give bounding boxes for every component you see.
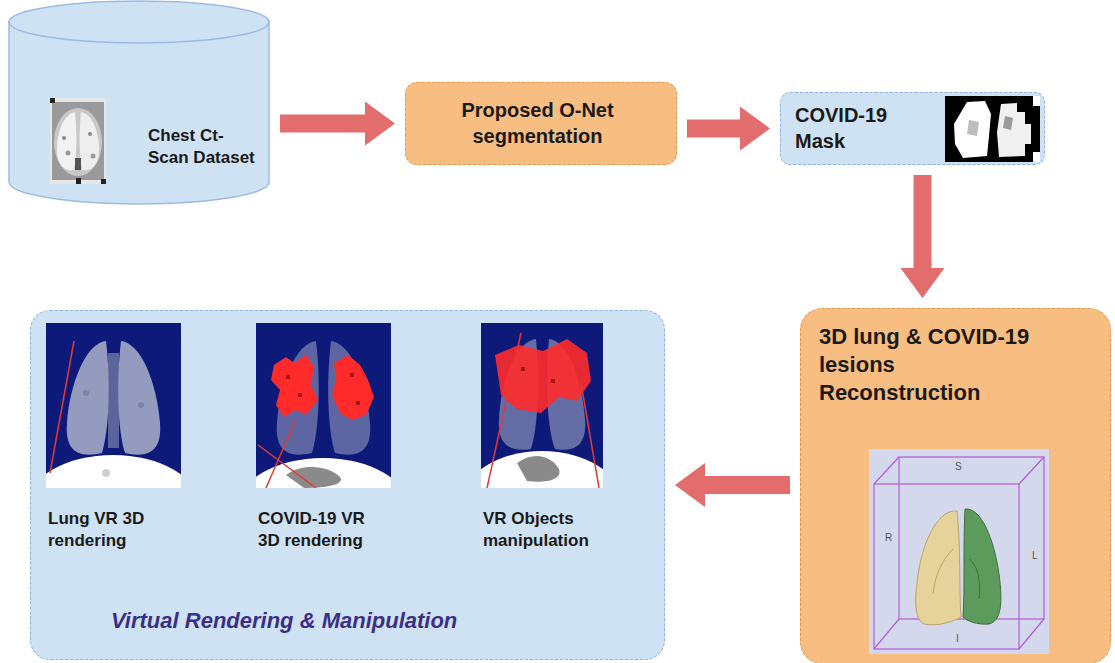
lung-3d-model <box>869 449 1049 654</box>
illustration-part <box>933 549 953 594</box>
illustration-part <box>62 136 66 140</box>
illustration-part <box>1003 116 1013 130</box>
illustration-part <box>271 355 318 417</box>
illustration-part <box>108 353 119 448</box>
illustration-part <box>88 132 92 136</box>
illustration-part <box>356 401 360 405</box>
illustration-part <box>50 98 106 184</box>
illustration-part <box>332 355 374 420</box>
illustration-part <box>46 455 181 488</box>
illustration-part <box>874 484 1019 649</box>
illustration-part <box>118 341 160 455</box>
tile-caption: Lung VR 3D rendering <box>48 508 173 552</box>
orientation-letter: R <box>884 532 893 543</box>
illustration-part <box>869 449 1049 654</box>
illustration-part <box>67 341 109 455</box>
illustration-part <box>138 402 144 408</box>
orientation-letter: I <box>955 633 960 644</box>
illustration-part <box>52 102 104 180</box>
rendering-panel: Virtual Rendering & Manipulation Lung VR… <box>30 310 665 660</box>
dataset-cylinder: Chest Ct-Scan Dataset <box>8 0 270 205</box>
illustration-part <box>1033 152 1040 162</box>
illustration-part <box>481 451 603 488</box>
illustration-part <box>75 158 81 170</box>
illustration-part <box>945 96 1040 162</box>
mask-thumbnail <box>945 96 1040 162</box>
illustration-part <box>1019 619 1044 649</box>
render-tile: COVID-19 VR 3D rendering <box>253 323 403 573</box>
illustration-part <box>495 339 591 413</box>
manipulation-render <box>481 323 603 488</box>
dataset-label: Chest Ct-Scan Dataset <box>148 125 260 169</box>
process-label: Proposed O-Net segmentation <box>406 98 669 149</box>
illustration-part <box>258 445 316 488</box>
illustration-part <box>997 103 1031 157</box>
cylinder-body <box>9 22 269 204</box>
panel-title: Virtual Rendering & Manipulation <box>111 607 591 635</box>
illustration-part <box>487 333 521 488</box>
orientation-letter: S <box>954 461 963 472</box>
illustration-part <box>916 511 961 625</box>
illustration-part <box>286 375 290 379</box>
lung-render <box>46 323 181 488</box>
illustration-part <box>581 383 599 488</box>
lesion-render <box>256 323 391 488</box>
illustration-part <box>66 151 71 156</box>
flow-arrow <box>687 120 740 138</box>
mask-label: COVID-19 Mask <box>795 103 920 154</box>
illustration-part <box>256 458 391 488</box>
illustration-part <box>350 373 354 377</box>
illustration-part <box>1019 457 1044 484</box>
flow-arrow <box>914 175 932 268</box>
render-tile: VR Objects manipulation <box>478 323 628 573</box>
illustration-part <box>969 559 980 599</box>
ct-thumbnail <box>50 98 106 184</box>
illustration-part <box>91 154 96 159</box>
illustration-part <box>102 469 110 477</box>
illustration-part <box>286 467 341 488</box>
reconstruction-label: 3D lung & COVID-19 lesions Reconstructio… <box>819 323 1044 407</box>
illustration-part <box>1033 96 1040 106</box>
illustration-part <box>551 379 555 383</box>
illustration-part <box>54 108 102 176</box>
illustration-part <box>50 341 74 473</box>
illustration-part <box>266 419 296 488</box>
mask-box: COVID-19 Mask <box>780 92 1045 165</box>
render-tile: Lung VR 3D rendering <box>43 323 193 573</box>
illustration-part <box>57 112 77 170</box>
illustration-part <box>517 456 560 482</box>
illustration-part <box>954 101 991 158</box>
tile-caption: VR Objects manipulation <box>483 508 608 552</box>
illustration-part <box>83 390 89 396</box>
process-box: Proposed O-Net segmentation <box>405 82 677 165</box>
illustration-part <box>50 98 55 103</box>
illustration-part <box>80 112 100 170</box>
orientation-letter: L <box>1031 550 1039 561</box>
flow-arrow <box>705 476 790 494</box>
illustration-part <box>874 457 899 484</box>
illustration-part <box>963 509 1001 624</box>
illustration-part <box>298 393 302 397</box>
illustration-part <box>521 367 525 371</box>
flow-arrow <box>280 115 365 133</box>
illustration-part <box>967 120 979 136</box>
cylinder-top <box>9 1 269 43</box>
illustration-part <box>101 179 106 184</box>
cylinder-outline <box>8 0 270 205</box>
tile-caption: COVID-19 VR 3D rendering <box>258 508 383 552</box>
reconstruction-box: 3D lung & COVID-19 lesions Reconstructio… <box>800 308 1111 663</box>
illustration-part <box>874 619 899 649</box>
illustration-part <box>76 178 81 184</box>
